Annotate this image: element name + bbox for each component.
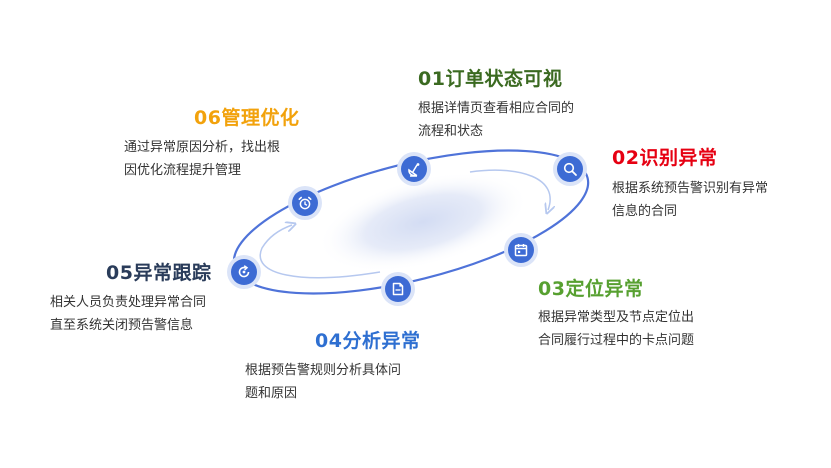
step-01-description: 根据详情页查看相应合同的 流程和状态: [418, 97, 574, 143]
step-05-description-line-2: 直至系统关闭预告警信息: [50, 318, 194, 333]
step-05-title: 05异常跟踪: [106, 262, 212, 284]
step-04-title: 04分析异常: [315, 330, 421, 352]
magnifier-icon: [563, 162, 577, 176]
step-02-node: [557, 156, 583, 182]
document-icon: [392, 282, 404, 296]
satellite-dish-icon: [408, 163, 420, 177]
inner-ring-arc-right: [469, 169, 550, 210]
calendar-icon: [514, 244, 528, 257]
inner-ring-arc-left: [259, 225, 381, 279]
step-01-description-line-1: 根据详情页查看相应合同的: [418, 101, 575, 116]
step-05-node: [231, 259, 257, 285]
step-01-description-line-2: 流程和状态: [418, 124, 484, 139]
step-05-description: 相关人员负责处理异常合同 直至系统关闭预告警信息: [50, 291, 206, 337]
step-02-description: 根据系统预告警识别有异常 信息的合同: [612, 177, 768, 223]
step-03-description: 根据异常类型及节点定位出 合同履行过程中的卡点问题: [538, 306, 694, 352]
step-03-node: [508, 237, 534, 263]
step-02-title: 02识别异常: [612, 147, 718, 169]
step-04-description-line-1: 根据预告警规则分析具体问: [245, 363, 402, 378]
step-05-description-line-1: 相关人员负责处理异常合同: [50, 295, 207, 310]
step-06-description-line-1: 通过异常原因分析，找出根: [124, 140, 281, 155]
step-02-description-line-1: 根据系统预告警识别有异常: [612, 181, 769, 196]
step-03-description-line-2: 合同履行过程中的卡点问题: [538, 333, 695, 348]
step-04-description: 根据预告警规则分析具体问 题和原因: [245, 359, 401, 405]
step-06-description: 通过异常原因分析，找出根 因优化流程提升管理: [124, 136, 280, 182]
step-04-description-line-2: 题和原因: [245, 386, 298, 401]
alarm-clock-icon: [298, 196, 312, 210]
step-06-title: 06管理优化: [194, 107, 300, 129]
cycle-icon: [238, 265, 250, 278]
step-03-title: 03定位异常: [538, 278, 644, 300]
step-01-node: [401, 156, 427, 182]
step-06-node: [292, 190, 318, 216]
step-02-description-line-2: 信息的合同: [612, 204, 678, 219]
step-03-description-line-1: 根据异常类型及节点定位出: [538, 310, 695, 325]
step-06-description-line-2: 因优化流程提升管理: [124, 163, 242, 178]
step-04-node: [385, 276, 411, 302]
center-glow: [317, 171, 529, 273]
step-01-title: 01订单状态可视: [418, 68, 563, 90]
